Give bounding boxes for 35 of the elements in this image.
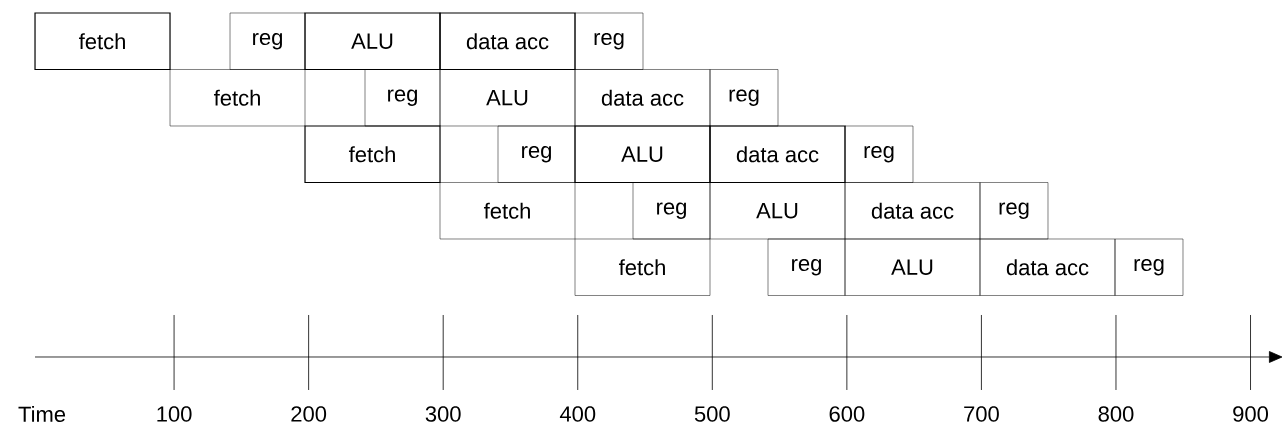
- stage-box: reg: [767, 238, 846, 296]
- stage-box: data acc: [844, 182, 981, 240]
- stage-box: data acc: [709, 125, 846, 184]
- stage-box: reg: [497, 125, 576, 183]
- stage-box: ALU: [439, 69, 576, 127]
- tick-label: 500: [694, 406, 730, 422]
- stage-box: reg: [1114, 238, 1184, 296]
- tick-label: 600: [829, 406, 865, 422]
- stage-box: ALU: [304, 12, 441, 71]
- stage-box: fetch: [304, 125, 441, 184]
- stage-box: reg: [844, 125, 914, 183]
- stage-box: reg: [979, 182, 1049, 240]
- stage-box: fetch: [574, 238, 711, 296]
- stage-box: reg: [574, 12, 644, 70]
- stage-box: reg: [229, 12, 306, 70]
- stage-box: fetch: [169, 69, 306, 127]
- stage-box: ALU: [574, 125, 711, 184]
- tick-label: 100: [157, 406, 192, 422]
- stage-box: fetch: [34, 12, 171, 71]
- tick-label: 400: [559, 406, 596, 422]
- stage-box: data acc: [979, 238, 1116, 296]
- tick-label: 700: [964, 406, 999, 422]
- stage-box: reg: [709, 69, 779, 127]
- tick-label: 200: [291, 406, 327, 422]
- stage-box: data acc: [439, 12, 576, 71]
- stage-box: reg: [632, 182, 711, 240]
- stage-box: fetch: [439, 182, 576, 240]
- tick-label: 800: [1098, 406, 1134, 422]
- stage-box: ALU: [709, 182, 846, 240]
- stage-box: reg: [364, 69, 441, 127]
- tick-label: 300: [425, 406, 461, 422]
- stage-box: data acc: [574, 69, 711, 127]
- stage-box: ALU: [844, 238, 981, 296]
- axis-title: Time: [18, 405, 66, 423]
- tick-label: 900: [1233, 406, 1268, 422]
